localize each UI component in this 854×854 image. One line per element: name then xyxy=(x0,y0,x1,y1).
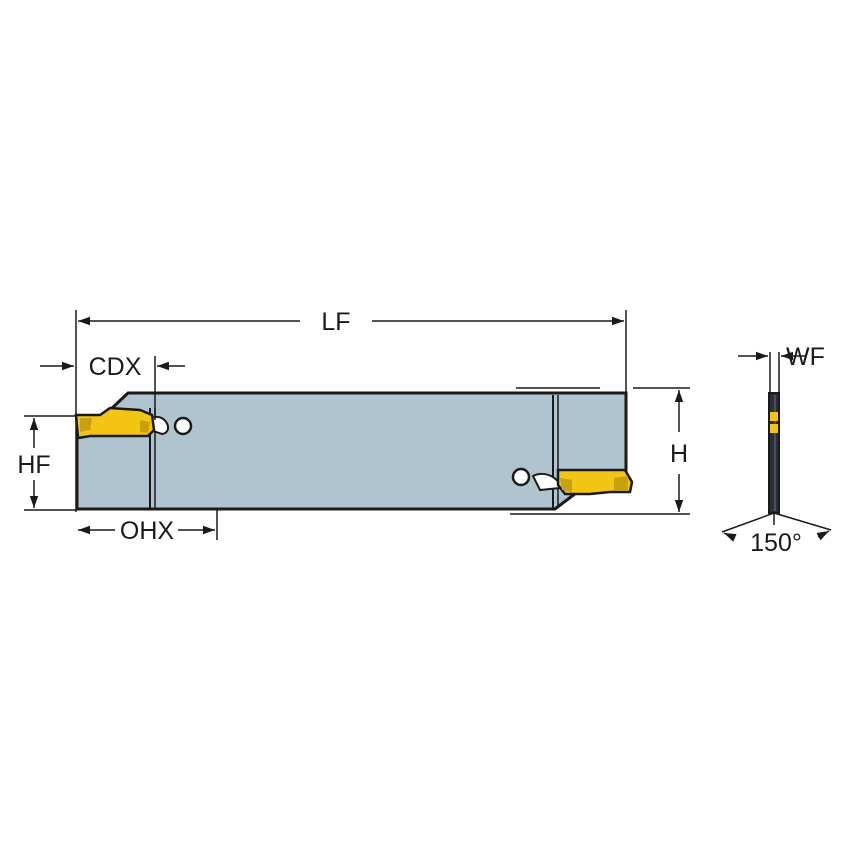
left-insert xyxy=(74,406,193,440)
dimension-cdx: CDX xyxy=(40,353,185,420)
label-cdx: CDX xyxy=(89,353,142,381)
label-ohx: OHX xyxy=(120,517,175,545)
label-lf: LF xyxy=(321,308,350,336)
label-hf: HF xyxy=(17,451,50,479)
label-wf: WF xyxy=(786,343,825,371)
dimension-ohx: OHX xyxy=(78,510,218,545)
dimension-lf: LF xyxy=(75,308,627,512)
dimension-hf: HF xyxy=(17,415,76,511)
label-h: H xyxy=(670,440,688,468)
label-angle: 150° xyxy=(750,529,802,557)
blade-body xyxy=(75,391,628,511)
right-insert xyxy=(511,467,634,496)
dimension-h: H xyxy=(510,387,690,515)
side-view: WF 150° xyxy=(721,343,832,557)
